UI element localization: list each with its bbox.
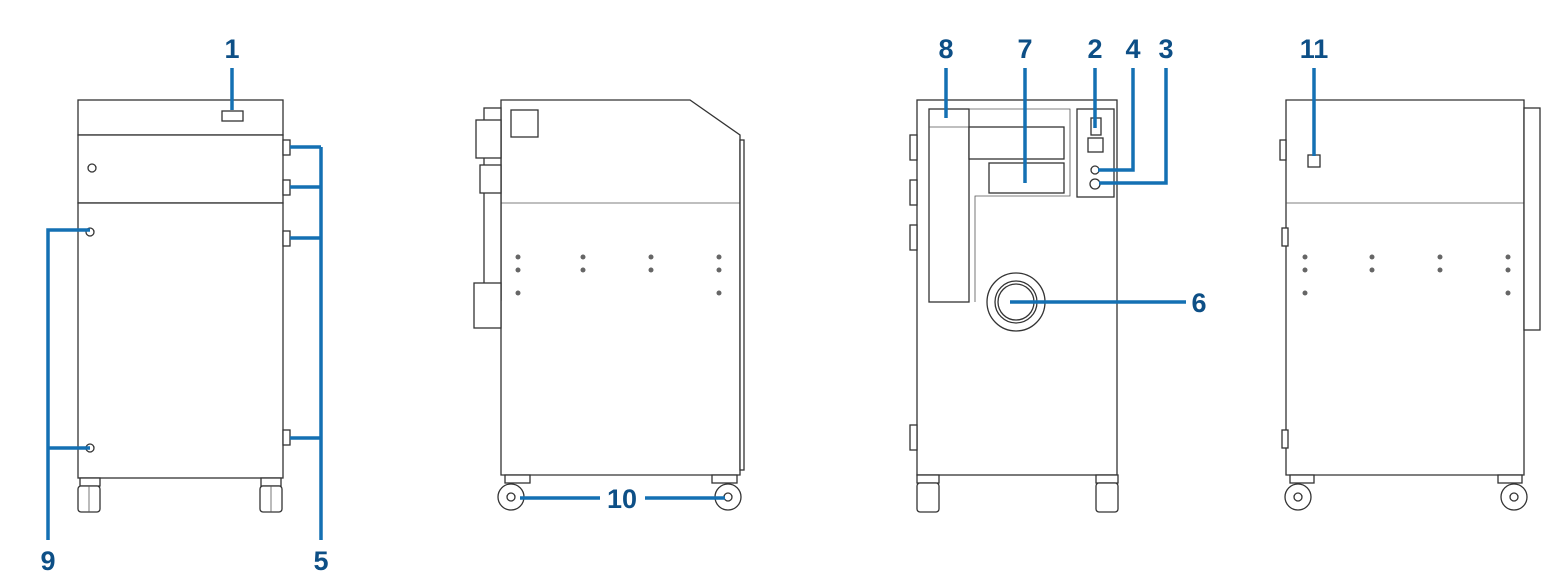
front-view bbox=[77, 99, 291, 513]
callout-10: 10 bbox=[607, 484, 637, 514]
caster-right bbox=[1497, 474, 1528, 511]
control-display bbox=[221, 110, 244, 122]
callout-7: 7 bbox=[1017, 34, 1032, 64]
caster-left bbox=[1284, 474, 1315, 511]
rear-view bbox=[909, 99, 1119, 513]
caster-right bbox=[259, 477, 283, 513]
callout-5: 5 bbox=[313, 546, 328, 576]
caster-left bbox=[497, 474, 531, 511]
keyhole-icon bbox=[87, 163, 97, 173]
leader-lines bbox=[46, 68, 1316, 540]
caster-left bbox=[916, 474, 940, 513]
side-view-2 bbox=[1279, 99, 1541, 511]
callout-1: 1 bbox=[224, 34, 239, 64]
callout-4: 4 bbox=[1125, 34, 1140, 64]
caster-right bbox=[1095, 474, 1119, 513]
callout-9: 9 bbox=[40, 546, 55, 576]
caster-right bbox=[711, 474, 742, 511]
callout-2: 2 bbox=[1087, 34, 1102, 64]
side-view bbox=[473, 99, 745, 511]
callout-8: 8 bbox=[938, 34, 953, 64]
callout-3: 3 bbox=[1158, 34, 1173, 64]
panel-8 bbox=[928, 108, 970, 303]
latch-11 bbox=[1307, 154, 1321, 168]
caster-left bbox=[77, 477, 101, 513]
callout-6: 6 bbox=[1191, 288, 1206, 318]
callout-11: 11 bbox=[1300, 34, 1329, 64]
